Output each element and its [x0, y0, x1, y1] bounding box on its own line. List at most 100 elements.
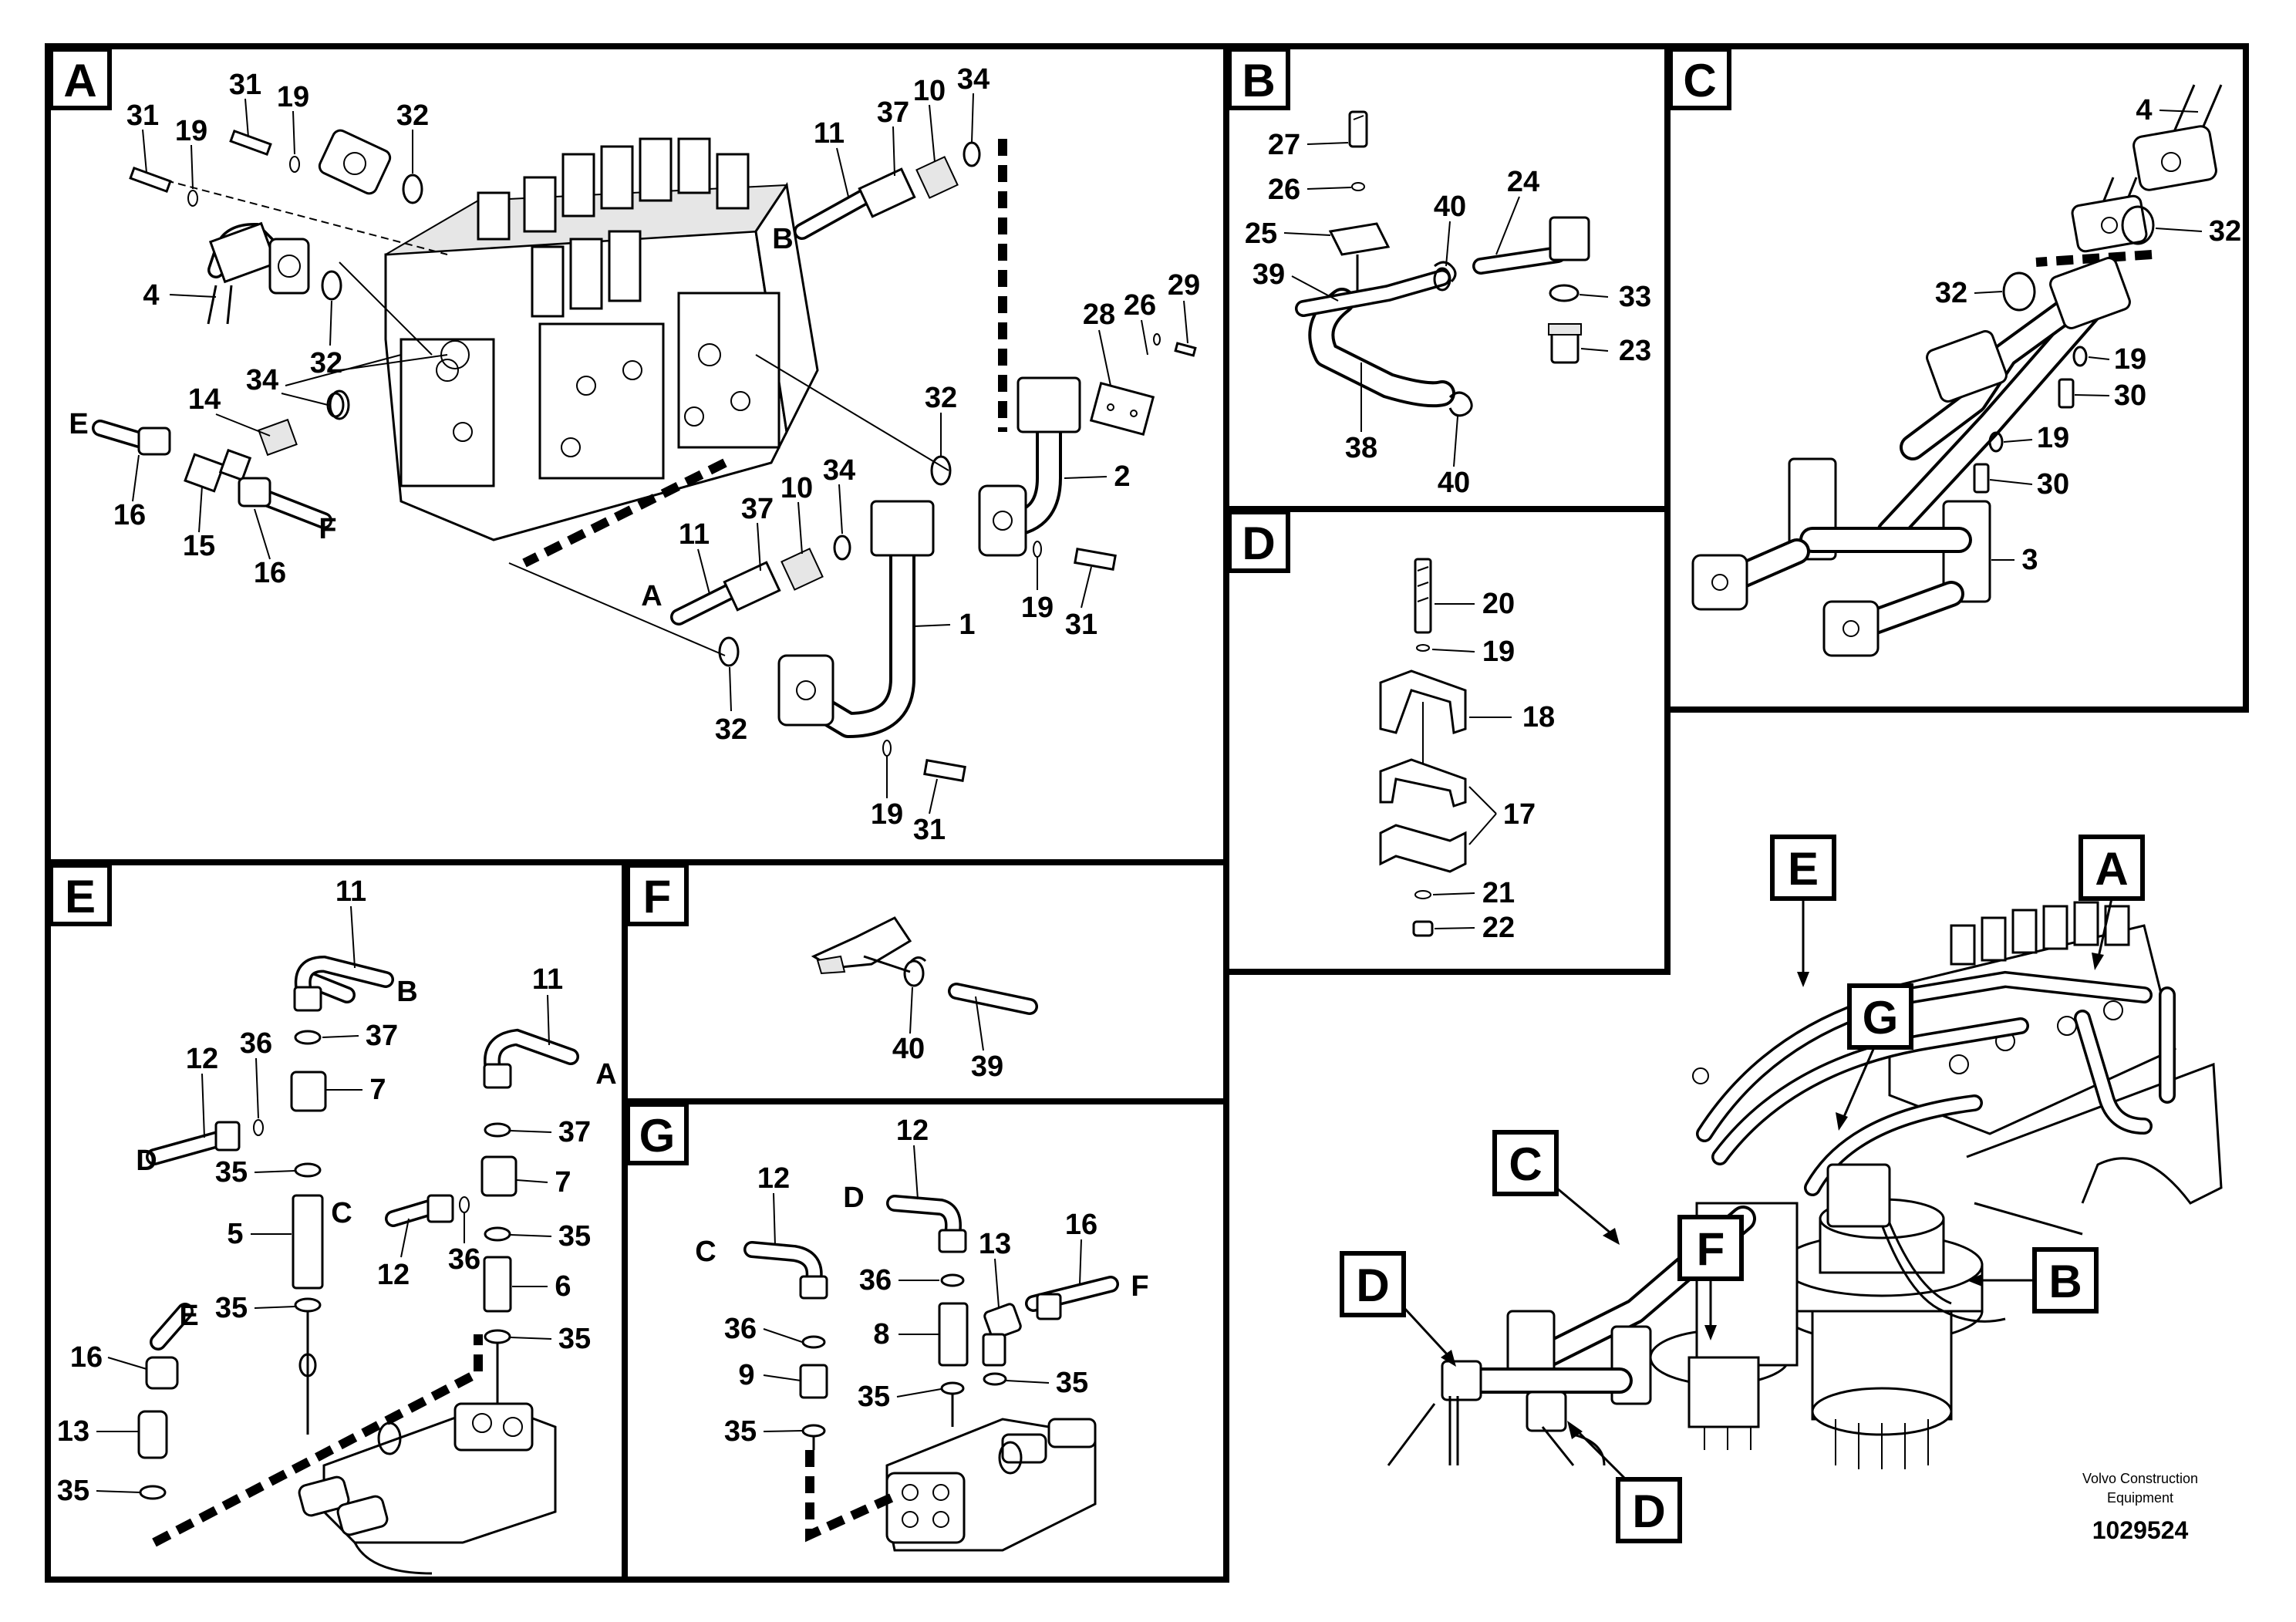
callout-a-19a: 19 [175, 115, 207, 147]
callout-e-16: 16 [70, 1341, 103, 1374]
callout-g-9: 9 [738, 1359, 754, 1391]
overview-tag-b: B [2048, 1256, 2082, 1307]
callout-a-34a: 34 [957, 63, 990, 96]
footer-doc-number: 1029524 [2092, 1516, 2189, 1544]
callout-f-40: 40 [892, 1033, 925, 1065]
callout-e-35c: 35 [558, 1323, 591, 1355]
callout-b-39: 39 [1253, 258, 1285, 291]
panel-f-callouts: 40 39 [892, 986, 1003, 1083]
callout-e-11a: 11 [335, 875, 366, 908]
overview-tag-a: A [2095, 843, 2128, 895]
callout-e-e: E [179, 1300, 198, 1332]
callout-c-32a: 32 [2209, 215, 2241, 248]
callout-b-40a: 40 [1434, 191, 1466, 223]
callout-e-37b: 37 [558, 1116, 591, 1148]
tee-fitting-group [92, 392, 345, 529]
panel-g-callouts: 12 12 D C 13 16 F 36 36 8 9 35 35 35 [695, 1114, 1148, 1448]
panel-b-label: B [1242, 55, 1275, 106]
callout-a-19c: 19 [1021, 592, 1054, 624]
panel-e-drawing [137, 955, 579, 1575]
callout-e-b: B [396, 976, 417, 1008]
panel-c-callouts: 4 32 32 19 30 19 30 3 [1935, 94, 2241, 576]
callout-e-12a: 12 [186, 1043, 218, 1075]
panel-a-callouts: 31 19 31 19 32 11 37 10 34 B 4 32 28 26 … [69, 63, 1200, 846]
fittings-lower-a [670, 548, 824, 626]
callout-e-35d: 35 [57, 1475, 89, 1507]
callout-a-16a: 16 [113, 499, 146, 531]
callout-g-13: 13 [979, 1228, 1011, 1260]
fittings-upper-b [794, 156, 959, 240]
panel-a-drawing [92, 129, 1197, 782]
callout-e-7b: 7 [555, 1166, 571, 1199]
panel-c-label: C [1683, 55, 1716, 106]
callout-c-32b: 32 [1935, 277, 1967, 309]
callout-c-30b: 30 [2037, 468, 2069, 501]
callout-g-12b: 12 [896, 1114, 929, 1147]
callout-e-7a: 7 [369, 1074, 386, 1106]
callout-d-18: 18 [1522, 701, 1555, 733]
callout-c-19a: 19 [2114, 343, 2146, 376]
callout-b-26: 26 [1268, 174, 1300, 206]
callout-g-35c: 35 [1056, 1367, 1088, 1399]
bolts-31-b [882, 541, 1117, 782]
callout-a-19b: 19 [277, 81, 309, 113]
callout-b-40b: 40 [1438, 467, 1470, 499]
callout-c-4: 4 [2136, 94, 2152, 126]
callout-a-f: F [319, 513, 336, 545]
callout-a-37b: 37 [741, 493, 774, 525]
callout-a-32a: 32 [396, 99, 429, 132]
callout-a-32c: 32 [925, 382, 957, 414]
panel-b-drawing [1295, 110, 1590, 417]
panel-frames [45, 43, 2249, 1583]
callout-e-36a: 36 [240, 1027, 272, 1060]
overview-tag-g: G [1863, 992, 1899, 1044]
callout-a-34b: 34 [246, 364, 278, 396]
callout-b-25: 25 [1245, 218, 1277, 250]
callout-a-32b: 32 [310, 347, 342, 379]
callout-e-5: 5 [227, 1218, 243, 1250]
callout-e-11b: 11 [532, 963, 563, 996]
panel-d-drawing [1379, 558, 1467, 937]
bolts-31-a [129, 129, 300, 207]
callout-g-16: 16 [1065, 1209, 1097, 1241]
panel-tags: A B C D E F G [49, 47, 1731, 1165]
callout-e-12b: 12 [377, 1259, 410, 1291]
callout-a-10a: 10 [913, 75, 946, 107]
panel-g-drawing [743, 1195, 1119, 1552]
callout-g-8: 8 [873, 1318, 889, 1351]
part-4-elbow [207, 221, 310, 325]
callout-a-37a: 37 [877, 96, 909, 129]
panel-g-label: G [639, 1110, 676, 1162]
panel-f-drawing [811, 916, 1038, 1015]
panel-e-label: E [65, 871, 96, 922]
callout-d-21: 21 [1482, 877, 1515, 909]
callout-a-32d: 32 [715, 713, 747, 746]
callout-c-19b: 19 [2037, 422, 2069, 454]
callout-a-1: 1 [959, 609, 975, 641]
callout-e-d: D [136, 1145, 157, 1177]
callout-a-29: 29 [1168, 269, 1200, 302]
part-1-tube [777, 500, 935, 738]
part-2-tube [978, 333, 1197, 557]
callout-g-35a: 35 [858, 1381, 890, 1413]
callout-a-16b: 16 [254, 557, 286, 589]
panel-d-frame [1223, 506, 1671, 975]
callout-g-36a: 36 [859, 1264, 892, 1297]
overview-tags: E A G C F B D D [1340, 835, 2145, 1543]
callout-b-38: 38 [1345, 432, 1377, 464]
callout-g-f: F [1131, 1270, 1148, 1303]
panel-d-label: D [1242, 518, 1275, 569]
callout-c-30a: 30 [2114, 379, 2146, 412]
callout-e-13: 13 [57, 1415, 89, 1448]
callout-a-10b: 10 [781, 472, 813, 504]
callout-a-11b: 11 [679, 518, 710, 551]
callout-e-36b: 36 [448, 1243, 480, 1276]
callout-g-c: C [695, 1236, 716, 1268]
footer-company-line2: Equipment [2107, 1490, 2173, 1506]
callout-a-11a: 11 [814, 117, 845, 150]
callout-a-b: B [772, 223, 793, 255]
callout-e-a: A [595, 1058, 616, 1091]
panel-b-callouts: 27 26 25 40 24 39 33 23 38 40 [1245, 129, 1651, 499]
callout-a-28: 28 [1083, 298, 1115, 331]
panel-g-frame [622, 1098, 1229, 1583]
